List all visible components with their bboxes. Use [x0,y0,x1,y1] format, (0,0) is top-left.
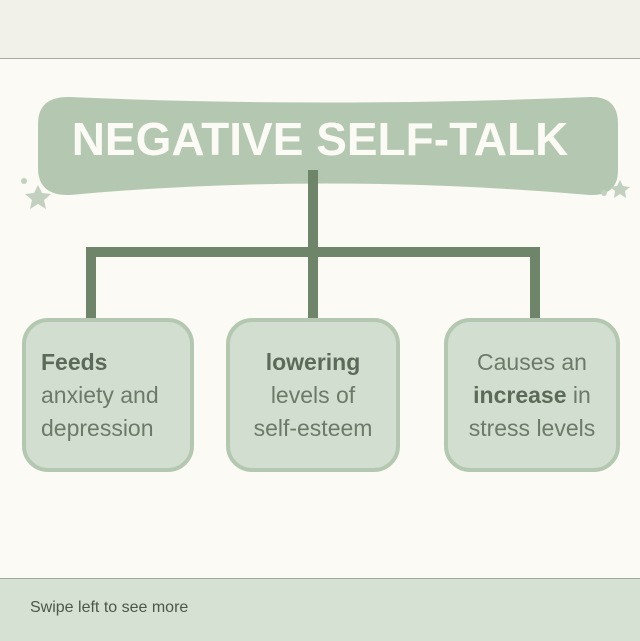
swipe-hint: Swipe left to see more [30,599,189,616]
sparkle-icon [21,178,630,209]
box-3-line-2: increase in [473,379,591,412]
box-2-line-1: lowering [265,348,361,375]
box-3-line-2-rest: in [566,381,591,408]
box-3-line-3: stress levels [468,414,596,441]
title-banner [38,96,618,196]
diagram-title: NEGATIVE SELF-TALK [71,113,569,165]
box-1-line-2: anxiety and [41,381,159,408]
footer-bar: Swipe left to see more [0,578,640,641]
tree-connectors [86,170,540,320]
box-3-line-1: Causes an [477,348,587,375]
box-3-bold-word: increase [473,381,567,408]
box-stress-levels: Causes an increase in stress levels [444,318,620,472]
box-2-line-2: levels of [270,381,356,408]
top-strip [0,0,640,59]
box-2-line-3: self-esteem [253,414,373,441]
box-feeds-anxiety: Feeds anxiety and depression [22,318,194,472]
box-1-line-3: depression [41,414,154,441]
box-lowering-self-esteem: lowering levels of self-esteem [226,318,400,472]
box-1-line-1: Feeds [41,348,108,375]
